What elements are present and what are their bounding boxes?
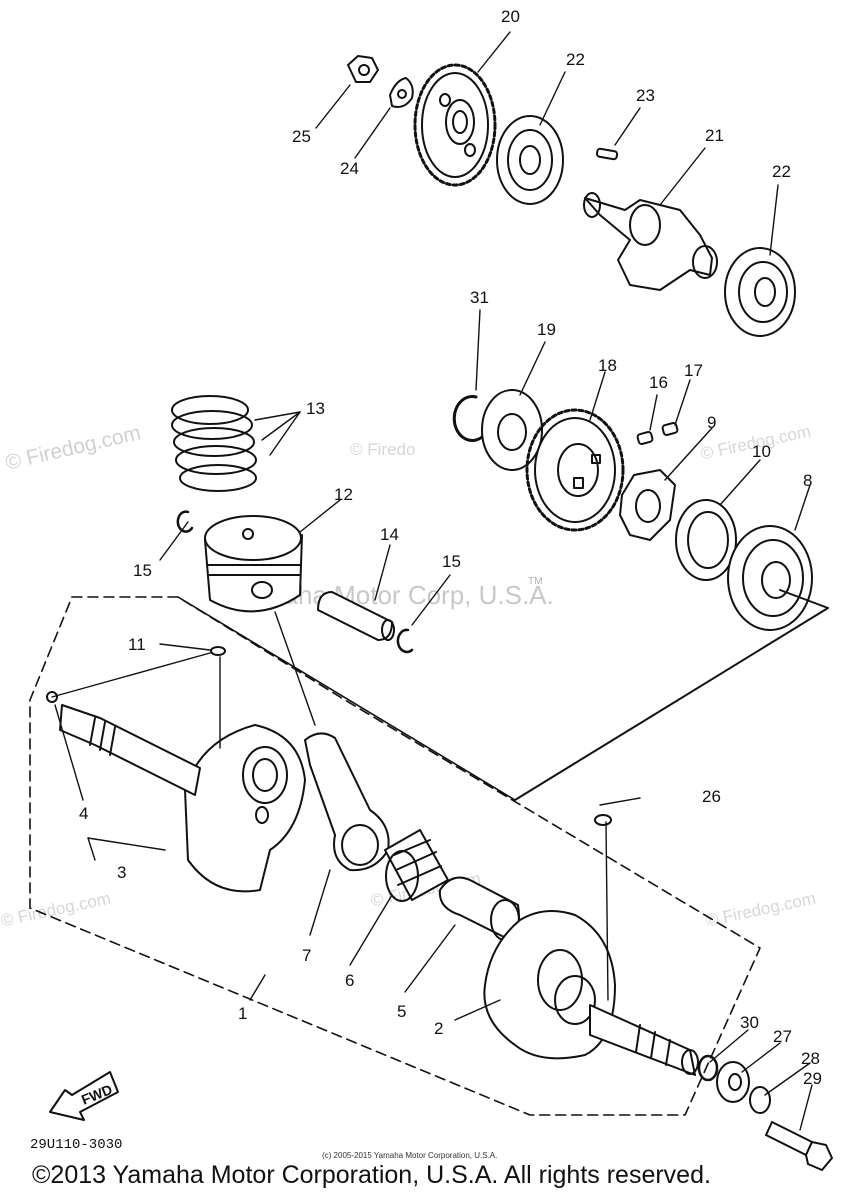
leader-line xyxy=(177,596,516,801)
part-22-bearing-drawing xyxy=(496,115,564,205)
callout-26: 26 xyxy=(702,787,721,806)
part-17-pin-drawing xyxy=(661,422,679,436)
callout-20: 20 xyxy=(501,7,520,26)
part-9-nut-drawing xyxy=(619,469,676,541)
callout-11: 11 xyxy=(128,635,146,654)
part-6-needle-bearing-drawing xyxy=(384,829,449,902)
part-1-assembly-outline xyxy=(29,596,761,1116)
part-5-crank-pin-drawing xyxy=(438,876,520,941)
callout-29: 29 xyxy=(803,1069,822,1088)
part-4-plug-drawing xyxy=(46,691,58,703)
part-13-piston-rings-drawing xyxy=(171,395,257,492)
callout-22: 22 xyxy=(566,50,585,69)
part-3-crank-left-drawing xyxy=(59,704,306,893)
part-18-gear-drawing xyxy=(525,408,625,532)
part-15-circlip-drawing xyxy=(396,628,414,654)
leader-lines xyxy=(51,31,813,1131)
callout-15: 15 xyxy=(133,561,152,580)
part-16-spring-drawing xyxy=(636,431,654,445)
part-29-bolt-drawing xyxy=(765,1121,833,1171)
part-19-plate-drawing xyxy=(481,389,543,471)
callout-21: 21 xyxy=(705,126,724,145)
part-14-piston-pin-drawing xyxy=(317,591,395,641)
part-2-crank-right-drawing xyxy=(483,910,699,1076)
part-8-bearing-drawing xyxy=(727,525,813,631)
callout-28: 28 xyxy=(801,1049,820,1068)
part-15-circlip-drawing xyxy=(176,510,194,533)
callout-15: 15 xyxy=(442,552,461,571)
callout-6: 6 xyxy=(345,971,355,990)
callout-5: 5 xyxy=(397,1002,407,1021)
callout-27: 27 xyxy=(773,1027,792,1046)
callout-13: 13 xyxy=(306,399,325,418)
callout-3: 3 xyxy=(117,863,127,882)
copyright-notice: ©2013 Yamaha Motor Corporation, U.S.A. A… xyxy=(32,1161,711,1189)
firedog-watermark: © Firedo xyxy=(350,440,416,459)
part-20-gear-drawing xyxy=(413,63,497,187)
part-26-key-drawing xyxy=(594,814,612,826)
part-10-washer-drawing xyxy=(675,499,737,581)
callout-19: 19 xyxy=(537,320,556,339)
fwd-arrow-icon xyxy=(49,1071,119,1121)
part-11-key-drawing xyxy=(210,646,226,656)
part-23-key-drawing xyxy=(595,147,619,161)
part-24-lock-washer-drawing xyxy=(389,77,414,108)
callout-25: 25 xyxy=(292,127,311,146)
callout-31: 31 xyxy=(470,288,489,307)
callout-8: 8 xyxy=(803,471,813,490)
callout-14: 14 xyxy=(380,525,399,544)
callout-1: 1 xyxy=(238,1004,248,1023)
callout-30: 30 xyxy=(740,1013,759,1032)
part-12-piston-drawing xyxy=(204,515,303,613)
part-28-washer-drawing xyxy=(749,1086,771,1114)
part-22-bearing-drawing xyxy=(724,247,796,337)
callout-16: 16 xyxy=(649,373,668,392)
part-31-circlip-drawing xyxy=(452,395,484,442)
part-30-oring-drawing xyxy=(697,1054,719,1082)
small-copyright: (c) 2005-2015 Yamaha Motor Corporation, … xyxy=(322,1151,498,1160)
callout-10: 10 xyxy=(752,442,771,461)
callout-18: 18 xyxy=(598,356,617,375)
callout-12: 12 xyxy=(334,485,353,504)
callout-22: 22 xyxy=(772,162,791,181)
part-7-connecting-rod-drawing xyxy=(304,732,390,872)
part-25-nut-drawing xyxy=(347,55,379,83)
callout-7: 7 xyxy=(302,946,312,965)
callout-2: 2 xyxy=(434,1019,444,1038)
callout-4: 4 xyxy=(79,804,89,823)
callout-9: 9 xyxy=(707,413,717,432)
trademark-mark: TM xyxy=(528,576,543,587)
callout-24: 24 xyxy=(340,159,359,178)
callout-23: 23 xyxy=(636,86,655,105)
drawing-code: 29U110-3030 xyxy=(30,1137,123,1153)
callout-17: 17 xyxy=(684,361,703,380)
leader-line xyxy=(514,607,829,801)
part-27-washer-drawing xyxy=(716,1061,750,1103)
leader-line xyxy=(779,589,829,609)
part-21-balancer-drawing xyxy=(583,192,718,291)
